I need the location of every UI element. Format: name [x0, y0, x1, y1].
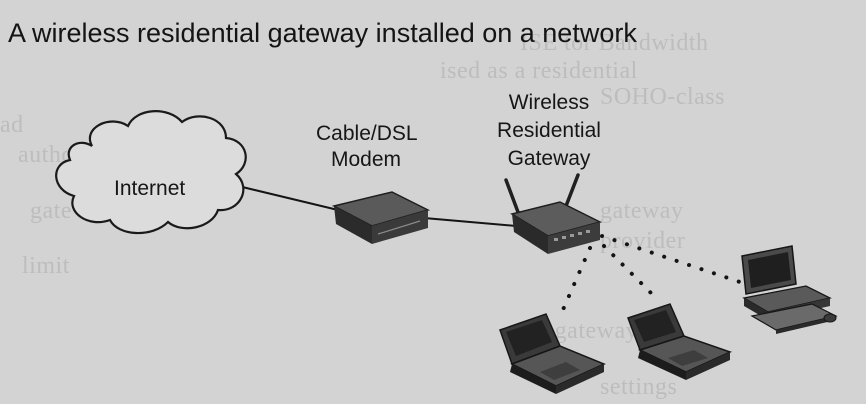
- modem-label-line-2: Modem: [330, 148, 402, 171]
- background-bleed-text: SOHO-class: [600, 84, 725, 110]
- laptop-icon: [627, 303, 733, 380]
- background-bleed-text: gate: [30, 198, 72, 224]
- background-bleed-text: ISE tor Bandwidth: [520, 30, 709, 56]
- wireless-link-desktop: [600, 234, 742, 284]
- wireless-link-laptop-1: [560, 246, 592, 314]
- gateway-label-line-1: Wireless: [508, 91, 590, 114]
- background-bleed-text: ised as a residential: [440, 58, 638, 84]
- wireless-link-laptop-2: [602, 244, 656, 298]
- modem-label-line-1: Cable/DSL: [316, 122, 418, 145]
- wireless-router-icon: [504, 173, 603, 254]
- link-modem-gateway: [423, 217, 517, 227]
- cloud-icon: [55, 110, 247, 235]
- link-internet-modem: [237, 185, 339, 211]
- background-bleed-text: ad: [0, 112, 24, 138]
- internet-label: Internet: [114, 177, 186, 200]
- modem-icon: [331, 191, 431, 244]
- desktop-computer-icon: [741, 245, 838, 334]
- gateway-label-line-2: Residential: [497, 119, 601, 142]
- background-bleed-text: limit: [22, 253, 70, 279]
- background-bleed-text: gateway: [600, 198, 684, 224]
- background-bleed-text: settings: [600, 374, 678, 400]
- laptop-icon: [499, 313, 606, 394]
- gateway-label-line-3: Gateway: [507, 147, 591, 170]
- diagram-title: A wireless residential gateway installed…: [8, 18, 637, 48]
